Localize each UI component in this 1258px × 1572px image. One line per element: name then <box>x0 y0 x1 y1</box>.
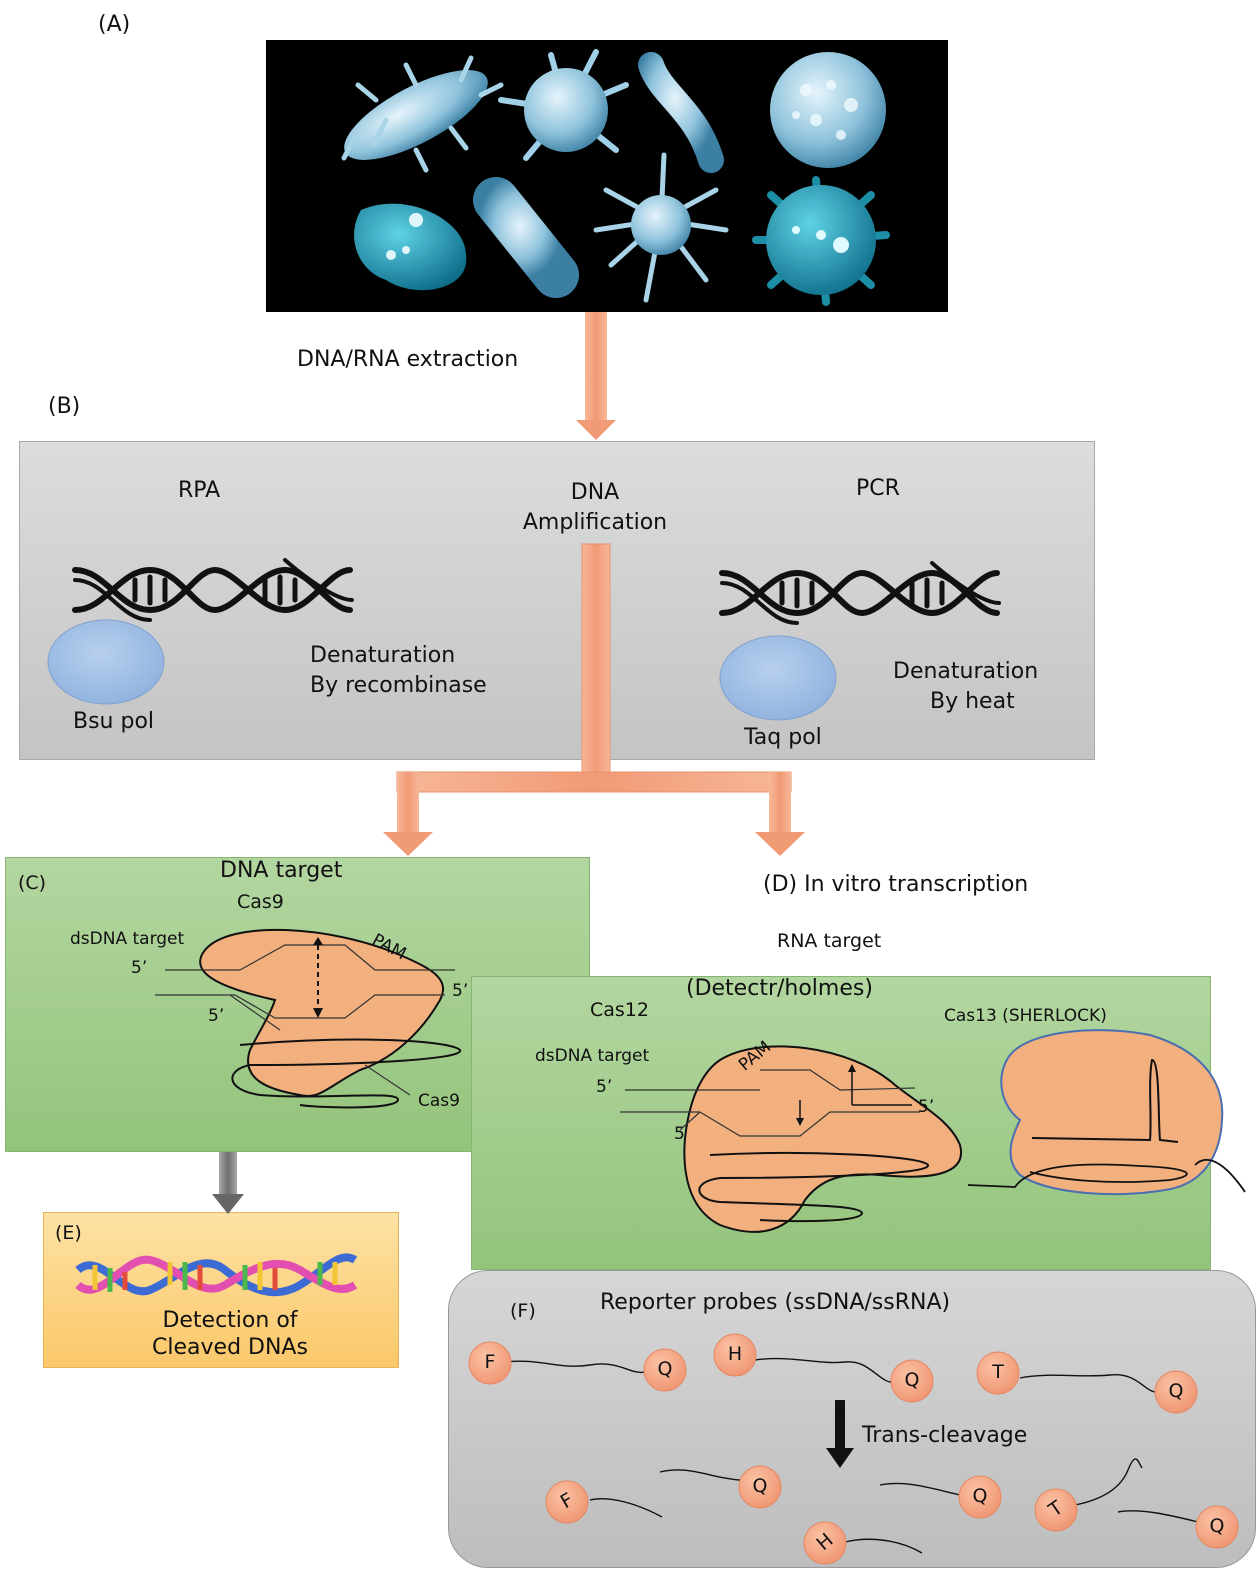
spiky-bacterium-icon <box>341 55 504 173</box>
panel-d-letter: (D) <box>763 872 798 897</box>
probe-letter-h: H <box>727 1343 743 1365</box>
curved-rod-bacterium-icon <box>638 52 724 173</box>
detection-line1: Detection of <box>162 1308 298 1333</box>
cas12-five-prime-clipped: 5 <box>674 1124 685 1144</box>
cas9-protein-icon <box>155 928 462 1109</box>
fluorophore-t-cleaved <box>1034 1488 1078 1532</box>
cas12-protein-icon <box>620 1045 963 1233</box>
reporter-panel <box>448 1270 1256 1568</box>
quencher-1-cleaved <box>738 1465 782 1509</box>
probe-letter-q2: Q <box>904 1369 920 1391</box>
pcr-denaturation-line1: Denaturation <box>893 659 1039 684</box>
rpa-label: RPA <box>178 478 221 503</box>
fluorophore-t-intact <box>976 1351 1020 1395</box>
rpa-denaturation-line2: By recombinase <box>310 673 487 698</box>
cas13-title: Cas13 (SHERLOCK) <box>944 1006 1107 1026</box>
fluorophore-f-cleaved <box>545 1480 589 1524</box>
cas9-title: Cas9 <box>237 891 284 913</box>
panel-a-letter: (A) <box>98 12 131 37</box>
cas9-dsdna-label: dsDNA target <box>70 929 185 949</box>
cas12-title: Cas12 <box>590 999 649 1021</box>
detection-arrow <box>212 1152 244 1214</box>
dna-amplification-line2: Amplification <box>522 510 668 535</box>
dna-helix-rpa-icon <box>72 558 354 622</box>
fluorophore-h-intact <box>713 1333 757 1377</box>
reporter-probes-title: Reporter probes (ssDNA/ssRNA) <box>600 1290 951 1315</box>
amoeba-icon <box>354 203 467 291</box>
microbes-illustration <box>341 49 890 306</box>
detection-line2: Cleaved DNAs <box>152 1335 308 1360</box>
intact-probes <box>504 1357 1161 1393</box>
panel-c-letter: (C) <box>18 872 47 894</box>
cas9-protein-label: Cas9 <box>418 1091 460 1111</box>
fluorophore-h-cleaved <box>803 1521 847 1565</box>
spiky-cell-icon <box>752 176 890 306</box>
trans-cleavage-arrow <box>826 1400 854 1468</box>
rna-target-label: RNA target <box>777 930 882 952</box>
extraction-arrow <box>576 312 616 440</box>
probe-letter-q1-cleaved: Q <box>752 1475 768 1497</box>
rod-bacterium-icon <box>473 177 579 298</box>
detectr-holmes-label: (Detectr/holmes) <box>686 976 873 1001</box>
panel-e-letter: (E) <box>55 1222 82 1244</box>
quencher-3-intact <box>1154 1370 1198 1414</box>
quencher-3-cleaved <box>1195 1505 1239 1549</box>
probe-letter-q1: Q <box>657 1358 673 1380</box>
cas12-five-prime-2: 5’ <box>918 1097 935 1117</box>
cas9-five-prime-1: 5’ <box>131 958 148 978</box>
rpa-denaturation-line1: Denaturation <box>310 643 456 668</box>
pcr-label: PCR <box>856 476 900 501</box>
cleaved-probes <box>589 1458 1199 1554</box>
in-vitro-heading: (D) In vitro transcription <box>763 872 1028 897</box>
probe-letter-q2-cleaved: Q <box>972 1485 988 1507</box>
cas9-five-prime-3: 5’ <box>452 981 469 1001</box>
panel-b-letter: (B) <box>48 394 81 419</box>
star-virus-icon <box>498 49 629 161</box>
dna-helix-pcr-icon <box>719 561 1001 625</box>
taq-pol-enzyme-icon <box>719 635 837 721</box>
quencher-2-intact <box>890 1359 934 1403</box>
quencher-2-cleaved <box>958 1475 1002 1519</box>
probe-letter-q3: Q <box>1168 1380 1184 1402</box>
amplification-split-arrow <box>383 543 805 856</box>
tentacle-virus-icon <box>593 152 729 303</box>
probe-letter-t: T <box>992 1361 1004 1383</box>
bsu-pol-label: Bsu pol <box>73 709 155 734</box>
probe-letter-f: F <box>484 1351 496 1373</box>
fluorophore-f-intact <box>468 1341 512 1385</box>
cas9-five-prime-2: 5’ <box>208 1006 225 1026</box>
round-cell-icon <box>770 52 886 168</box>
cas13-protein-icon <box>967 1029 1246 1196</box>
dna-amplification-line1: DNA <box>570 480 620 505</box>
trans-cleavage-label: Trans-cleavage <box>862 1423 1028 1448</box>
in-vitro-label: In vitro transcription <box>804 872 1029 897</box>
quencher-1-intact <box>643 1348 687 1392</box>
colorful-dna-icon <box>75 1253 358 1297</box>
microbes-panel <box>266 40 948 312</box>
cas12-dsdna-label: dsDNA target <box>535 1046 650 1066</box>
extraction-label: DNA/RNA extraction <box>297 347 519 372</box>
taq-pol-label: Taq pol <box>744 725 822 750</box>
cas12-five-prime-1: 5’ <box>596 1077 613 1097</box>
panel-f-letter: (F) <box>510 1300 536 1322</box>
bsu-pol-enzyme-icon <box>47 619 165 705</box>
probe-letter-q3-cleaved: Q <box>1209 1515 1225 1537</box>
pcr-denaturation-line2: By heat <box>930 689 1015 714</box>
dna-target-title: DNA target <box>220 858 343 883</box>
